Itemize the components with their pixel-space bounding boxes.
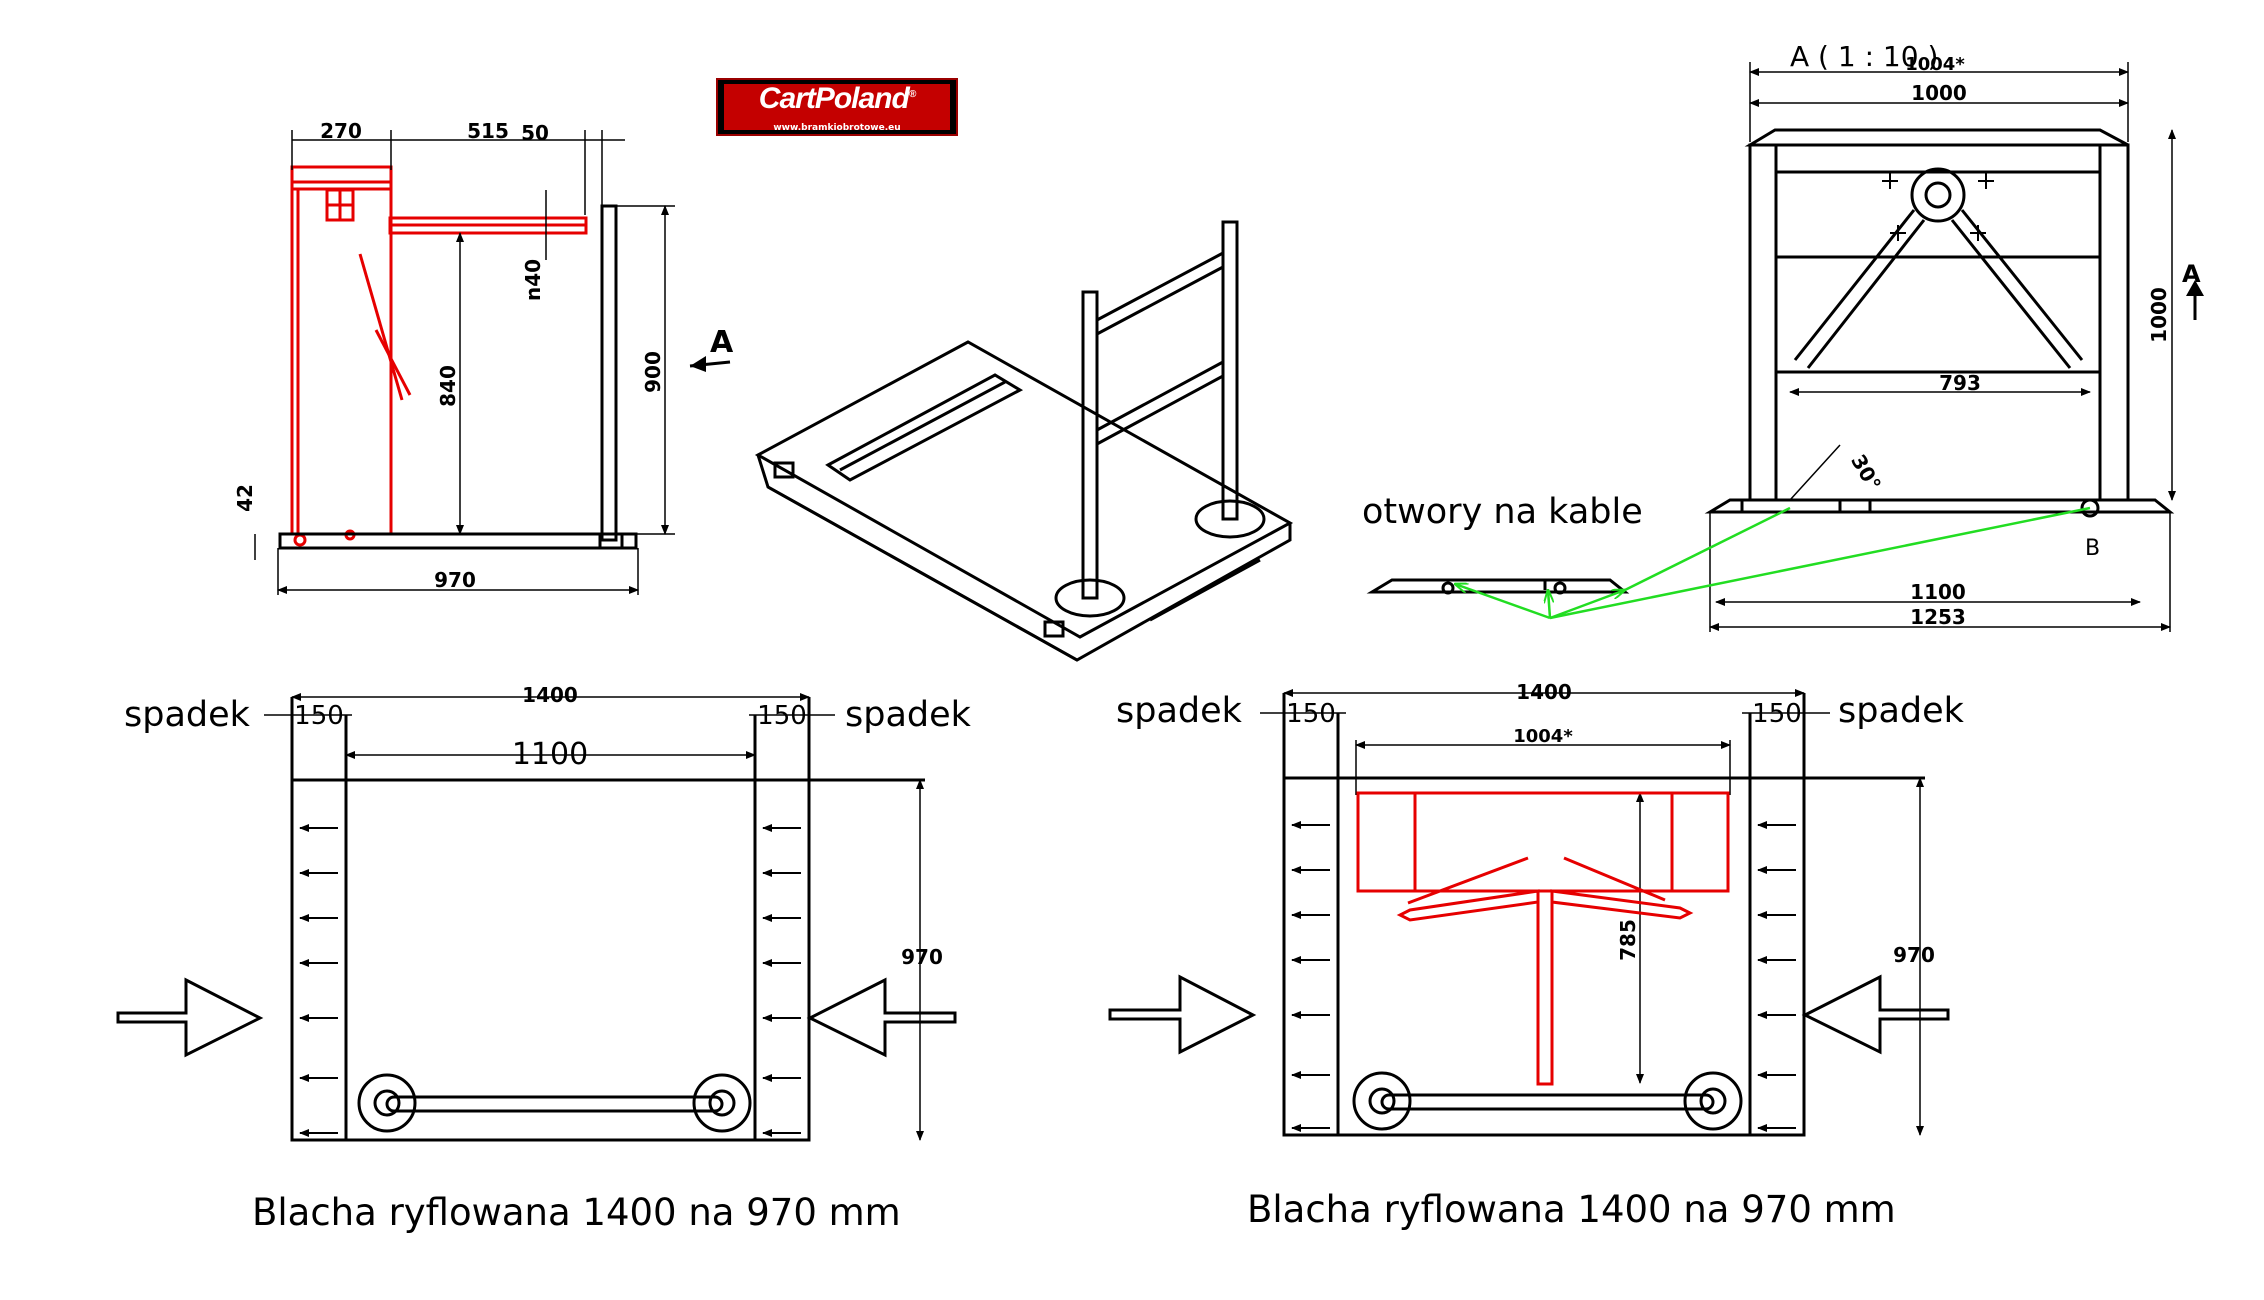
dim-42: 42 xyxy=(233,484,257,512)
plan-right-caption: Blacha ryflowana 1400 na 970 mm xyxy=(1247,1188,1896,1231)
plan-right-slope-arrows xyxy=(1291,821,1796,1132)
svg-text:A: A xyxy=(710,325,734,360)
cable-profile xyxy=(1366,578,1630,595)
plan-right-dimensions xyxy=(1260,689,1924,1136)
plan-left-posts xyxy=(357,1073,752,1133)
logo-registered-mark: ® xyxy=(908,89,916,100)
slope-right-label: spadek xyxy=(845,695,972,735)
isometric-view xyxy=(754,220,1294,662)
marker-b: B xyxy=(2085,536,2100,561)
side-cabinet xyxy=(290,165,588,547)
dim-40: n40 xyxy=(521,259,545,301)
dim-515: 515 xyxy=(467,119,509,143)
logo-url: www.bramkiobrotowe.eu xyxy=(773,123,901,133)
dim-840: 840 xyxy=(436,365,460,407)
plan-left-entry-arrows xyxy=(116,977,957,1058)
svg-text:A: A xyxy=(2182,260,2201,288)
dim-1400: 1400 xyxy=(522,683,578,707)
dim-150-right: 150 xyxy=(757,701,807,731)
dim-1004: 1004* xyxy=(1513,726,1573,747)
front-dimensions xyxy=(1709,62,2176,632)
dim-970: 970 xyxy=(1893,943,1935,967)
dim-1000-height: 1000 xyxy=(2147,287,2171,343)
dim-150-left: 150 xyxy=(1286,699,1336,729)
cartpoland-logo: CartPoland® www.bramkiobrotowe.eu xyxy=(716,78,958,136)
plan-right-entry-arrows xyxy=(1108,974,1950,1055)
view-arrow-a-right: A xyxy=(2182,260,2204,320)
plan-right-turnstile xyxy=(1356,791,1730,1086)
cable-pointers xyxy=(1455,506,2091,620)
front-cross-marks xyxy=(1882,173,1994,241)
plan-left-caption: Blacha ryflowana 1400 na 970 mm xyxy=(252,1191,901,1234)
cables-label: otwory na kable xyxy=(1362,492,1643,532)
plan-left-dimensions xyxy=(264,693,924,1141)
side-dimensions xyxy=(254,130,675,595)
plan-right-posts xyxy=(1352,1071,1743,1131)
dim-1253: 1253 xyxy=(1910,605,1966,629)
slope-left-label: spadek xyxy=(1116,691,1243,731)
dim-150-right: 150 xyxy=(1752,699,1802,729)
dim-793: 793 xyxy=(1939,371,1981,395)
dim-970: 970 xyxy=(901,945,943,969)
front-frame xyxy=(1704,128,2175,518)
side-view: 270 515 50 n40 840 900 42 970 A xyxy=(233,119,734,595)
side-post xyxy=(278,204,638,550)
dim-1100: 1100 xyxy=(1910,580,1966,604)
dim-1004: 1004* xyxy=(1905,54,1965,75)
dim-50: 50 xyxy=(521,121,549,145)
dim-1000-width: 1000 xyxy=(1911,81,1967,105)
front-view-title: A ( 1 : 10 ) xyxy=(1790,40,1938,73)
plan-right: 1400 150 150 1004* 785 970 spadek spadek xyxy=(1108,680,1965,1231)
dim-270: 270 xyxy=(320,119,362,143)
dim-1100: 1100 xyxy=(512,737,588,772)
dim-970: 970 xyxy=(434,568,476,592)
front-view: A ( 1 : 10 ) 1004* 1000 1000 793 30° 110… xyxy=(1704,40,2204,632)
view-arrow-a-left: A xyxy=(689,325,734,372)
plan-left-outline xyxy=(290,697,925,1142)
slope-left-label: spadek xyxy=(124,695,251,735)
plan-right-outline xyxy=(1282,693,1925,1137)
slope-right-label: spadek xyxy=(1838,691,1965,731)
logo-brand: CartPoland® xyxy=(758,82,916,115)
plan-left: 1400 150 150 1100 970 spadek spadek xyxy=(116,683,972,1234)
dim-150-left: 150 xyxy=(294,701,344,731)
dim-785: 785 xyxy=(1616,919,1640,961)
dim-900: 900 xyxy=(641,351,665,393)
dim-angle-30: 30° xyxy=(1846,450,1886,495)
plan-left-slope-arrows xyxy=(299,824,801,1137)
dim-1400: 1400 xyxy=(1516,680,1572,704)
